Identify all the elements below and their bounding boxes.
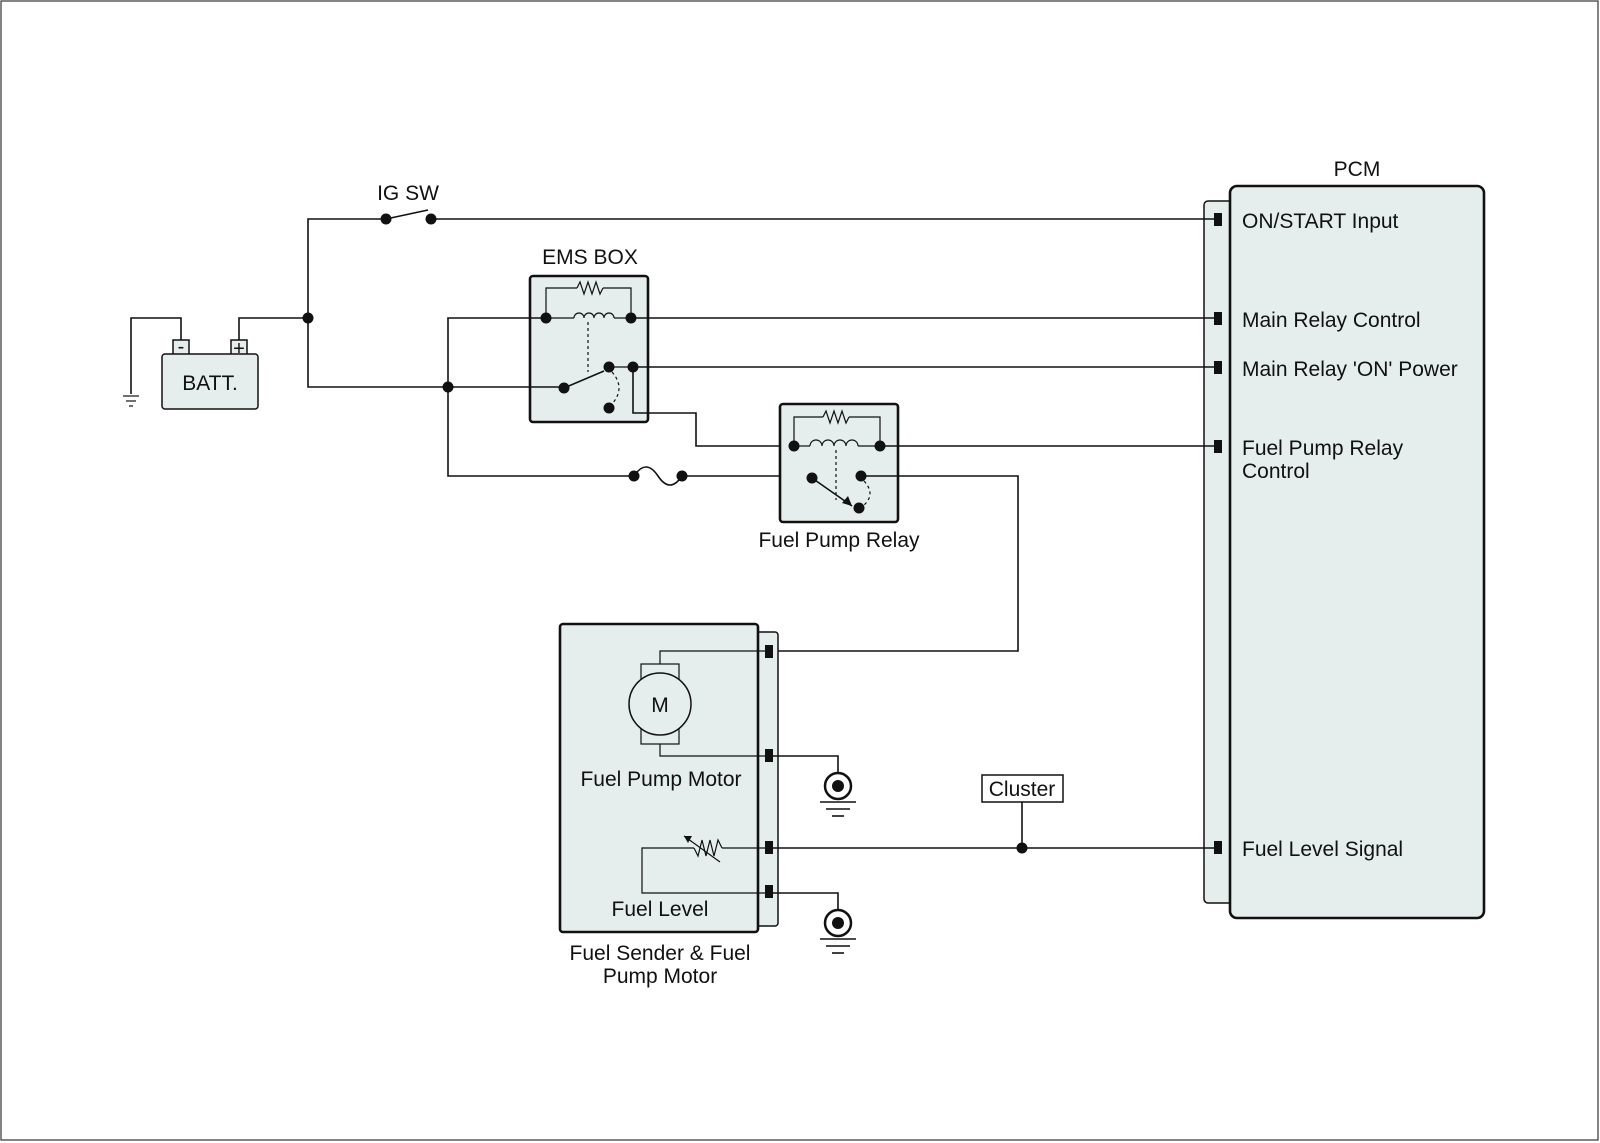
battery-body — [161, 353, 259, 410]
ems-box — [528, 274, 650, 424]
battery-label: BATT. — [182, 372, 238, 395]
fuel-pump-motor-label: Fuel Pump Motor — [580, 768, 741, 791]
pcm-pin-fuel-pump-relay-control — [1214, 440, 1222, 453]
fuel-sender-label-2: Pump Motor — [603, 965, 717, 988]
fuel-sender-pin-3 — [765, 841, 773, 854]
fuel-sender-label-1: Fuel Sender & Fuel — [570, 942, 751, 965]
battery: - + BATT. — [161, 336, 259, 410]
pcm-pin-on-start — [1214, 213, 1222, 226]
ems-relay-switch — [558, 361, 632, 414]
pcm-box — [1228, 184, 1486, 920]
fuel-sender-pin-2 — [765, 749, 773, 762]
fuel-pump-relay-label: Fuel Pump Relay — [758, 529, 920, 552]
battery-ground-icon — [123, 395, 139, 407]
fuel-level-sensor — [641, 835, 765, 894]
fuel-level-label: Fuel Level — [612, 898, 709, 921]
pcm-module: PCM ON/START Input Main Relay Control Ma… — [1203, 158, 1486, 920]
fuel-pump-relay-box — [778, 402, 900, 524]
fuse — [628, 466, 688, 486]
fuel-pump-relay-switch — [806, 470, 871, 514]
pcm-pin-main-relay-on-power — [1214, 361, 1222, 374]
fuel-sender-box — [558, 622, 760, 934]
battery-plus-sign: + — [233, 338, 245, 360]
pcm-pin-label-on-start: ON/START Input — [1242, 210, 1399, 233]
ems-box-label: EMS BOX — [542, 246, 638, 269]
ground-icon-sender — [820, 908, 856, 954]
ground-icon-motor — [820, 771, 856, 817]
ig-sw-contact — [385, 209, 429, 220]
fuel-sender-pin-1 — [765, 645, 773, 658]
pcm-label: PCM — [1334, 158, 1381, 181]
cluster-box — [981, 774, 1064, 803]
cluster-label: Cluster — [989, 778, 1056, 801]
battery-minus-sign: - — [178, 336, 185, 358]
pcm-pin-fuel-level-signal — [1214, 841, 1222, 854]
fuel-pump-motor-symbol: M — [628, 650, 765, 757]
pcm-pin-label-fuel-level-signal: Fuel Level Signal — [1242, 838, 1403, 861]
fuel-sender-pin-4 — [765, 885, 773, 898]
ig-sw-label: IG SW — [377, 182, 439, 205]
pcm-pin-main-relay-control — [1214, 312, 1222, 325]
pcm-pin-label-main-relay-on-power: Main Relay 'ON' Power — [1242, 358, 1458, 381]
pcm-pin-label-main-relay-control: Main Relay Control — [1242, 309, 1421, 332]
pcm-pin-label-fuel-pump-relay-control: Fuel Pump Relay — [1242, 437, 1404, 460]
pcm-pin-label-fuel-pump-relay-control-2: Control — [1242, 460, 1310, 483]
motor-m-label: M — [651, 694, 669, 717]
